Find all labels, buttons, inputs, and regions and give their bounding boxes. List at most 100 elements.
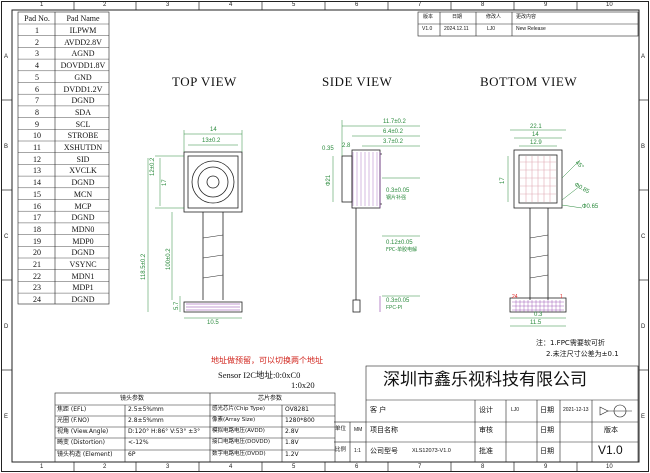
rev-value: New Release [516,26,546,32]
pad-no: 12 [33,154,41,164]
grid-col-label: 8 [481,2,485,8]
top-view-title: TOP VIEW [172,74,237,89]
pad-no: 23 [33,283,41,293]
address-line: 1:0x20 [291,380,315,390]
pad-table-row: 21 VSYNC [19,259,109,270]
param-value: 2.8±5%mm [128,417,164,424]
dim-label: FPC-PI [386,305,403,311]
pad-name: DVDD1.2V [63,84,103,94]
dim-label: 0.3±0.05 [386,298,410,304]
pad-name: DOVDD1.8V [60,61,106,71]
grid-col-label: 2 [103,464,107,470]
pad-no: 21 [33,260,41,269]
dim-label: 14 [210,127,217,133]
pad-name: DGND [71,295,95,305]
grid-col-label: 8 [481,464,485,470]
dim-label: 2.8 [342,143,351,149]
dim-label: 12±0.2 [150,157,156,176]
grid-col-label: 6 [355,2,359,8]
param-value: 1280*800 [285,417,315,424]
rev-value: V1.0 [422,26,433,32]
tb-label: 单位 [335,426,347,432]
param-value: 2.5±5%mm [128,406,164,413]
param-value: 1.2V [285,451,299,458]
param-label: 光圈 (F.NO) [57,417,90,424]
pad-name: SCL [75,119,91,129]
pad-no: 4 [35,61,39,71]
tb-label: 版本 [604,426,618,434]
tb-value: XLS12073-V1.0 [412,448,451,454]
grid-row-label: E [4,414,9,420]
grid-row-label: A [641,54,646,60]
pad-name: GND [74,72,92,82]
grid-col-label: 2 [103,2,107,8]
pad-no-header: Pad No. [24,14,50,23]
dim-label: 118.5±0.2 [141,253,147,280]
dim-label: 0.12±0.05 [386,240,413,246]
dim-label: 钢片补强 [386,195,407,201]
version-value: V1.0 [598,443,623,457]
rev-value: LJ0 [487,26,496,32]
dim-label: 17 [500,177,506,184]
pad-name-header: Pad Name [66,14,100,23]
tb-value: 1:1 [354,448,361,454]
grid-col-label: 9 [544,464,548,470]
pad-no: 1 [35,26,39,35]
param-label: 像素(Array Size) [212,417,256,423]
grid-col-label: 6 [355,464,359,470]
param-label: 镜头构造 (Element) [57,451,113,458]
pad-no: 7 [35,96,39,106]
grid-col-label: 1 [40,464,44,470]
tb-label: 设计 [479,406,493,414]
param-label: 视角 (View.Angle) [57,428,109,435]
chip-params-header: 芯片参数 [258,395,283,402]
pad-name: DGND [71,178,95,188]
tb-label: 日期 [540,447,554,455]
tb-label: 日期 [540,406,554,414]
tb-label: 比例 [335,447,347,453]
pad-name: DGND [71,213,95,223]
tb-value: LJ0 [511,407,520,413]
pad-no: 5 [35,72,39,82]
pad-name: DGND [71,248,95,258]
tb-label: 客 户 [370,406,387,414]
grid-col-label: 3 [166,464,170,470]
dim-label: Ф0.65 [582,204,599,210]
dim-label: 10.5 [207,320,219,326]
grid-row-label: A [4,54,9,60]
pad-no: 19 [33,236,41,246]
pad-name: VSYNC [69,260,97,269]
pad-no: 13 [33,166,41,176]
pad-table-row: 14 DGND [19,177,109,188]
pin-label: 24 [512,294,518,300]
pad-table-row: 12 SID [19,154,109,165]
pad-name: SID [76,154,90,164]
param-label: 模拟电路电压(AVDD) [212,428,265,434]
rev-header: 版本 [423,14,434,20]
address-note: 地址做预留，可以切换两个地址 [211,356,323,365]
pad-no: 14 [33,178,41,188]
dim-label: 6.4±0.2 [383,129,403,135]
grid-row-label: C [4,234,9,240]
note-line: 注：1.FPC需要软可折 [536,339,605,347]
pad-name: MDP0 [72,236,94,246]
grid-col-label: 7 [418,2,422,8]
dim-label: 0.3±0.05 [386,188,410,194]
dim-label: 0.3 [534,312,543,318]
param-value: <-12% [128,439,149,446]
pad-no: 3 [35,49,39,59]
param-value: 2.8V [285,428,299,435]
